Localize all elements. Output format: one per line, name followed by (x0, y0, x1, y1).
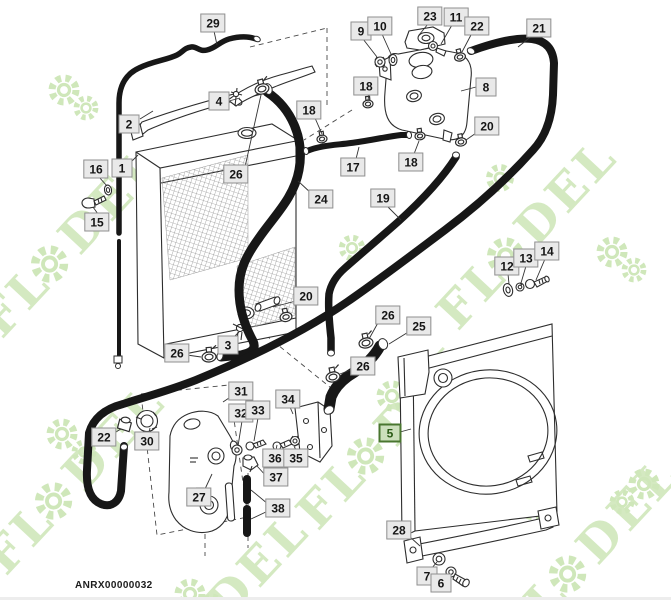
washer-12 (502, 283, 514, 297)
nut-9 (374, 56, 386, 68)
part-label-38[interactable]: 38 (265, 498, 291, 518)
part-label-35[interactable]: 35 (283, 448, 309, 468)
part-label-29[interactable]: 29 (200, 13, 226, 33)
part-label-36[interactable]: 36 (262, 448, 288, 468)
footer-strip (0, 597, 671, 600)
part-label-24[interactable]: 24 (308, 189, 334, 209)
part-label-6[interactable]: 6 (430, 573, 452, 593)
hose-17 (304, 132, 412, 154)
part-label-21[interactable]: 21 (526, 18, 552, 38)
part-label-25[interactable]: 25 (406, 316, 432, 336)
clamp-26 (254, 75, 270, 95)
part-label-10[interactable]: 10 (367, 16, 393, 36)
bolt-33 (245, 439, 267, 451)
part-label-14[interactable]: 14 (534, 241, 560, 261)
part-label-20[interactable]: 20 (293, 286, 319, 306)
part-label-26[interactable]: 26 (375, 305, 401, 325)
clamp-22 (453, 47, 467, 62)
bolt-6 (445, 566, 470, 588)
part-label-34[interactable]: 34 (275, 389, 301, 409)
part-label-18[interactable]: 18 (296, 100, 322, 120)
part-label-22[interactable]: 22 (464, 16, 490, 36)
image-code: ANRX00000032 (75, 580, 153, 591)
part-label-22[interactable]: 22 (91, 427, 117, 447)
part-label-28[interactable]: 28 (386, 520, 412, 540)
leader-lines (92, 23, 546, 578)
part-label-31[interactable]: 31 (228, 381, 254, 401)
part-label-27[interactable]: 27 (186, 487, 212, 507)
clamp-26 (201, 344, 217, 363)
part-label-8[interactable]: 8 (475, 77, 497, 97)
part-label-30[interactable]: 30 (134, 431, 160, 451)
clamp-18 (316, 130, 328, 144)
reservoir-tank-drawing (378, 26, 472, 143)
part-label-2[interactable]: 2 (118, 114, 140, 134)
clamp-20 (279, 307, 293, 323)
washer-7 (432, 552, 446, 566)
clamp-26 (358, 330, 374, 349)
washer-16 (103, 184, 113, 196)
part-label-17[interactable]: 17 (340, 157, 366, 177)
fitting-22 (116, 416, 133, 433)
nut-32 (231, 444, 243, 456)
hose-29 (116, 34, 259, 236)
clamp-20 (454, 133, 468, 147)
hose-clamps (116, 47, 468, 433)
tank-cap-30 (135, 409, 159, 433)
part-label-5[interactable]: 5 (378, 423, 402, 443)
part-label-1[interactable]: 1 (111, 158, 133, 178)
part-label-4[interactable]: 4 (208, 91, 230, 111)
part-label-15[interactable]: 15 (84, 212, 110, 232)
part-label-26[interactable]: 26 (223, 164, 249, 184)
lower-bracket-28 (403, 506, 560, 564)
bolt-15 (81, 195, 107, 209)
part-label-33[interactable]: 33 (245, 400, 271, 420)
hose-24 (216, 87, 305, 362)
part-label-3[interactable]: 3 (217, 335, 239, 355)
part-label-18[interactable]: 18 (353, 76, 379, 96)
part-label-16[interactable]: 16 (83, 159, 109, 179)
bolt-14 (524, 275, 550, 290)
hose-19 (324, 153, 460, 356)
clamp-18 (414, 127, 426, 141)
part-label-26[interactable]: 26 (350, 356, 376, 376)
part-label-13[interactable]: 13 (513, 248, 539, 268)
part-label-19[interactable]: 19 (370, 188, 396, 208)
elbow-37 (242, 454, 259, 473)
fitting-11 (427, 40, 447, 57)
part-label-23[interactable]: 23 (417, 6, 443, 26)
nut-35 (289, 435, 301, 447)
lock-washer-13 (515, 282, 525, 292)
fasteners (81, 40, 550, 588)
part-label-37[interactable]: 37 (263, 467, 289, 487)
clamp-26 (325, 364, 341, 383)
fan-shroud-drawing (397, 323, 560, 564)
clip-part-4 (230, 87, 243, 107)
part-label-20[interactable]: 20 (474, 116, 500, 136)
part-label-26[interactable]: 26 (164, 343, 190, 363)
grommet-10 (388, 53, 398, 67)
hose-21 (82, 34, 558, 510)
part-label-18[interactable]: 18 (398, 152, 424, 172)
